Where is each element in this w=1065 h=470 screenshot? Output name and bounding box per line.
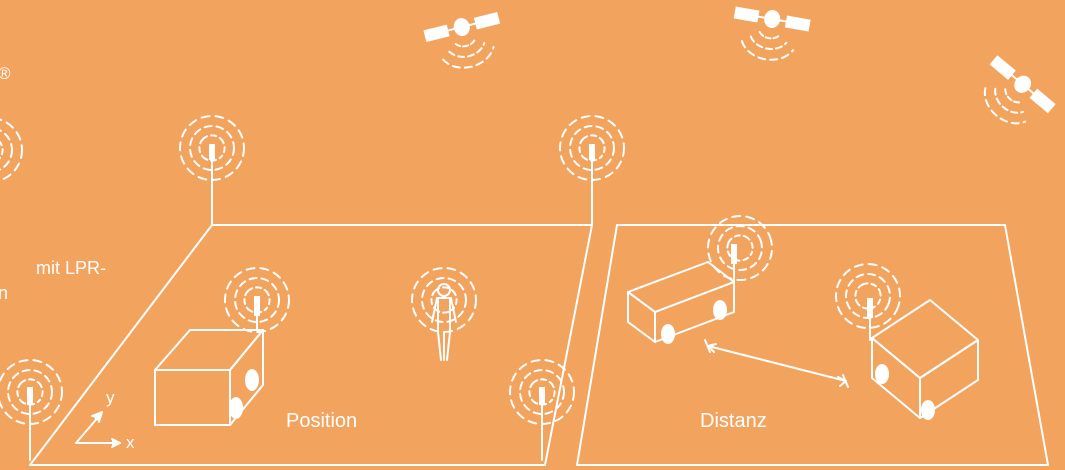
vehicle-icon — [154, 267, 290, 426]
person-icon — [411, 267, 477, 361]
antenna-icon — [0, 117, 23, 183]
distance-floor — [576, 224, 1049, 466]
registered-mark: ® — [0, 64, 11, 83]
double-arrow-icon — [704, 339, 849, 388]
antenna-icon — [509, 359, 575, 461]
antenna-icon — [559, 115, 625, 226]
satellite-icon — [421, 8, 510, 77]
axes-icon — [75, 411, 121, 448]
intro-text-line2: n — [0, 283, 9, 303]
distance-label: Distanz — [700, 410, 767, 432]
vehicle-icon — [825, 253, 979, 420]
intro-text-line1: mit LPR- — [36, 258, 107, 278]
position-floor — [29, 224, 593, 466]
position-label: Position — [286, 410, 358, 432]
satellite-icon — [726, 2, 813, 67]
vehicle-icon — [627, 205, 783, 344]
x-axis-label: x — [126, 433, 135, 452]
y-axis-label: y — [106, 388, 115, 407]
antenna-icon — [179, 115, 245, 226]
antenna-icon — [0, 359, 63, 461]
satellite-icon — [966, 51, 1059, 141]
